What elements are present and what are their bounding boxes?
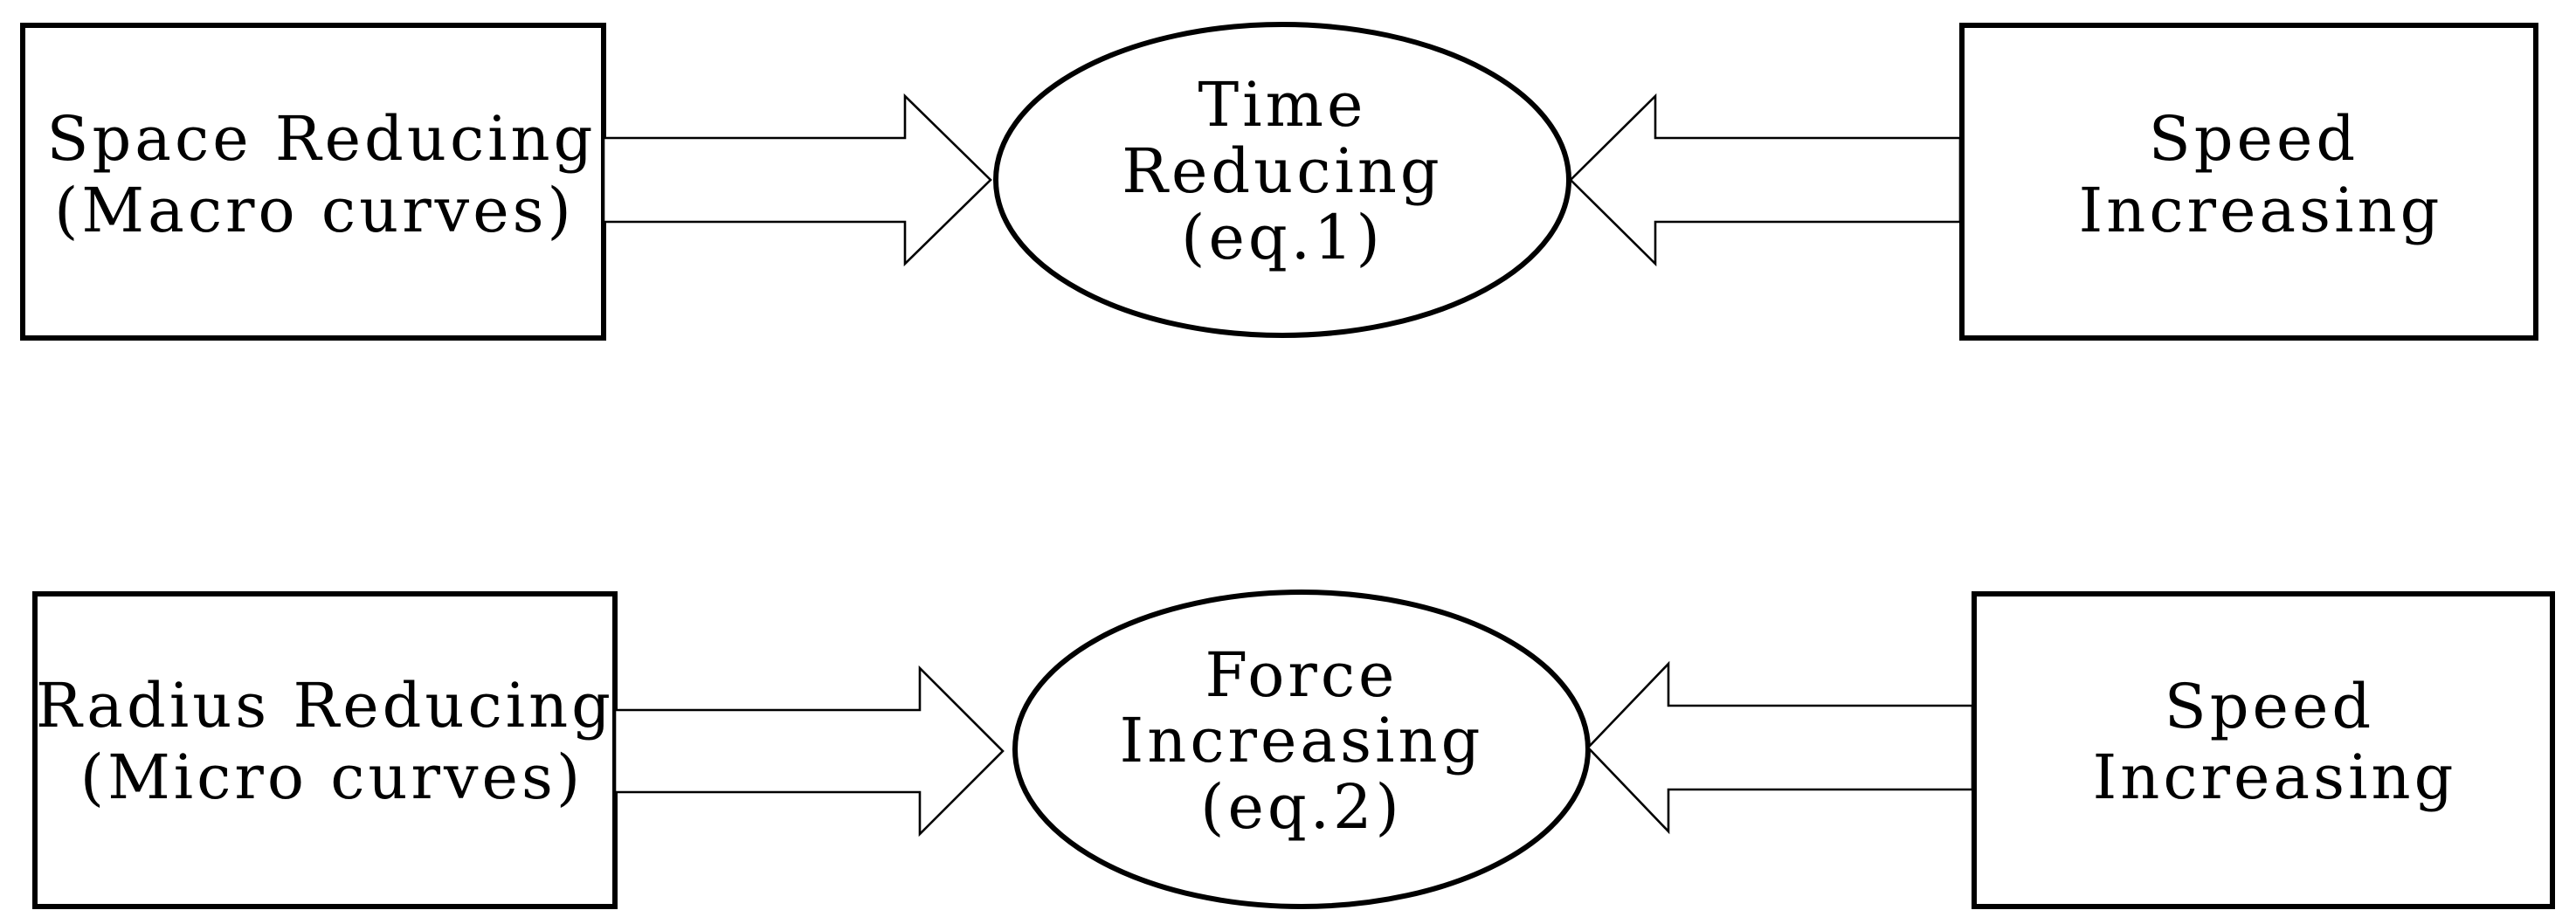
- row-1-left-box-line-2: (Macro curves): [54, 175, 575, 246]
- row-1-ellipse-line-2: Reducing: [1122, 135, 1443, 207]
- row-2-ellipse-line-1: Force: [1205, 639, 1398, 711]
- row-2: Radius Reducing (Micro curves) Force Inc…: [32, 590, 2555, 909]
- row-1-left-pointing-arrow: [1569, 93, 1962, 267]
- row-1: Space Reducing (Macro curves) Time Reduc…: [20, 22, 2538, 341]
- row-1-left-box-line-1: Space Reducing: [47, 103, 597, 175]
- row-1-right-pointing-arrow: [602, 93, 992, 267]
- row-2-right-box-line-2: Increasing: [2093, 741, 2457, 813]
- row-2-left-pointing-arrow: [1586, 660, 1974, 835]
- row-2-left-box-line-2: (Micro curves): [80, 741, 584, 813]
- row-2-left-box-line-1: Radius Reducing: [36, 670, 614, 741]
- row-2-right-pointing-arrow: [613, 665, 1005, 838]
- row-2-right-box: [1972, 591, 2555, 909]
- row-1-ellipse-line-3: (eq.1): [1181, 202, 1384, 273]
- row-1-center-ellipse: [993, 22, 1571, 338]
- row-2-center-ellipse: [1012, 590, 1591, 909]
- row-2-ellipse-line-3: (eq.2): [1200, 771, 1403, 843]
- row-2-left-box: [32, 591, 618, 909]
- row-1-right-box-line-2: Increasing: [2079, 175, 2443, 246]
- row-1-left-box: [20, 23, 606, 341]
- row-1-right-box-line-1: Speed: [2149, 103, 2358, 175]
- row-2-ellipse-line-2: Increasing: [1120, 705, 1484, 776]
- row-1-ellipse-line-1: Time: [1198, 69, 1367, 141]
- row-2-right-box-line-1: Speed: [2165, 671, 2374, 742]
- row-1-right-box: [1959, 23, 2538, 341]
